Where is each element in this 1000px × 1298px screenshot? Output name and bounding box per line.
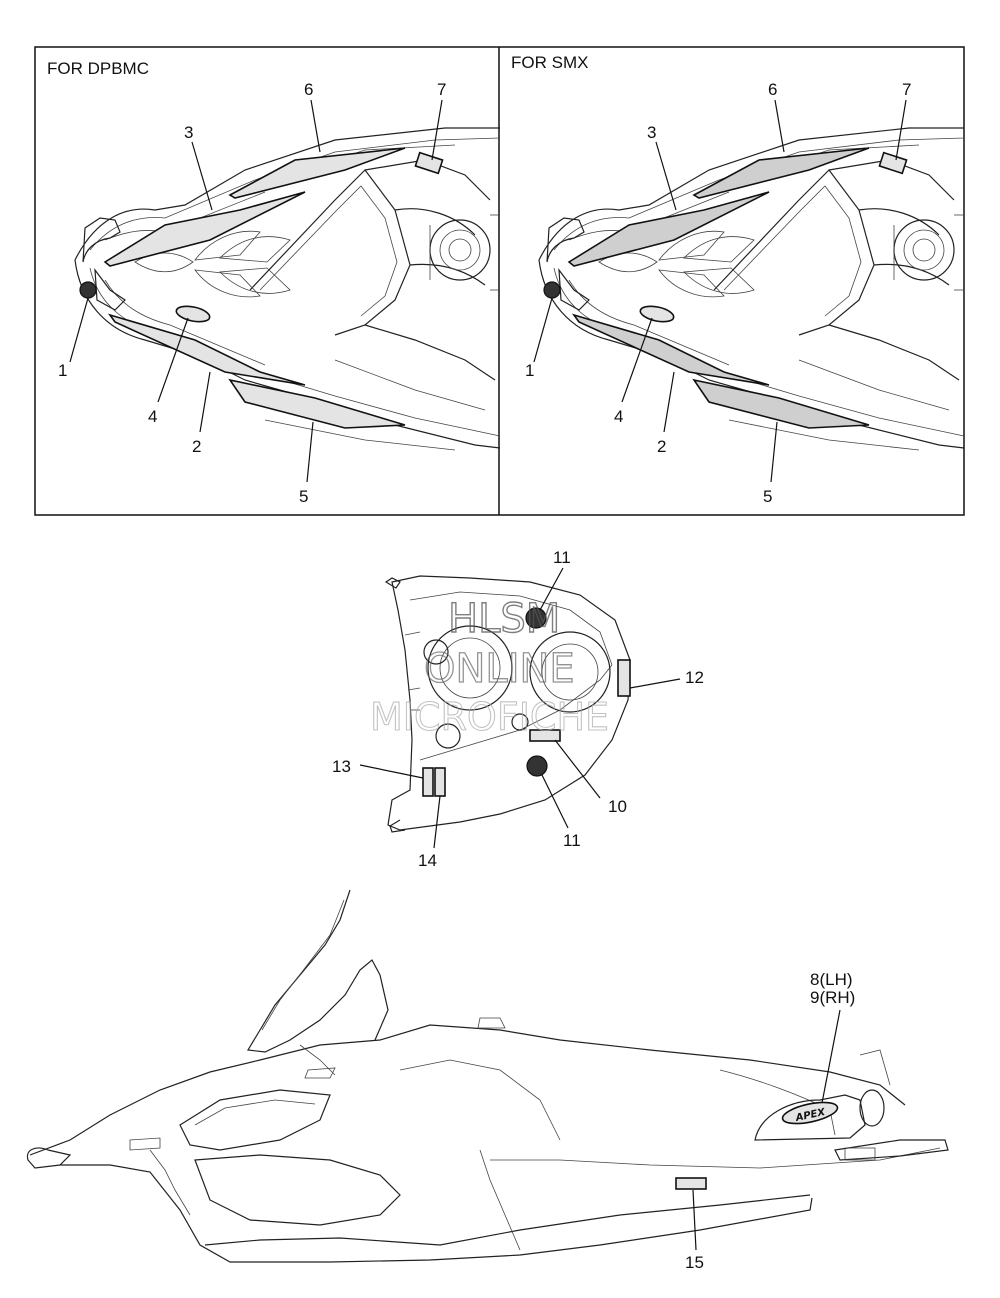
callout-12: 12 <box>685 668 704 687</box>
leader-14 <box>433 795 441 849</box>
watermark-line-1: HLSM <box>448 596 560 642</box>
decal-2 <box>108 313 306 386</box>
panel-title-smx: FOR SMX <box>511 53 588 72</box>
leader-3 <box>655 141 677 211</box>
leader-8-9 <box>821 1009 841 1104</box>
decal-3 <box>567 191 770 267</box>
leader-7 <box>431 99 443 161</box>
decal-5 <box>228 378 406 429</box>
decal-6 <box>692 147 870 199</box>
side-view: APEX <box>26 889 949 1263</box>
callout-6: 6 <box>768 80 777 99</box>
decal-4 <box>175 305 211 323</box>
leader-11-top <box>539 567 564 611</box>
emblem-1 <box>543 281 561 299</box>
leader-6 <box>310 99 321 153</box>
decal-10 <box>529 729 561 742</box>
emblem-11-top <box>525 607 547 629</box>
rear-view <box>384 575 631 833</box>
decal-3 <box>103 191 306 267</box>
hood-top-view-smx <box>538 127 965 451</box>
leader-13 <box>359 764 424 779</box>
panel-dpbmc: FOR DPBMC 6 7 3 1 4 2 5 <box>47 59 501 506</box>
panel-title-dpbmc: FOR DPBMC <box>47 59 149 78</box>
emblem-11-bottom <box>526 755 548 777</box>
leader-2 <box>199 371 211 433</box>
decal-7 <box>414 151 444 175</box>
decal-6 <box>228 147 406 199</box>
leader-7 <box>895 99 907 161</box>
decal-2 <box>572 313 770 386</box>
decal-4 <box>639 305 675 323</box>
leader-4 <box>621 317 653 403</box>
leader-2 <box>663 371 675 433</box>
leader-1 <box>69 297 89 363</box>
leader-4 <box>157 317 189 403</box>
callout-15: 15 <box>685 1253 704 1272</box>
callout-4: 4 <box>614 407 623 426</box>
decal-12 <box>617 659 631 697</box>
watermark: HLSM ONLINE MICROFICHE <box>369 595 609 739</box>
callout-11-top: 11 <box>553 548 571 567</box>
callout-5: 5 <box>763 487 772 506</box>
callout-11-bottom: 11 <box>563 831 581 850</box>
callout-10: 10 <box>608 797 627 816</box>
callout-1: 1 <box>58 361 67 380</box>
callout-7: 7 <box>437 80 446 99</box>
leader-11-bottom <box>541 774 569 829</box>
callout-13: 13 <box>332 757 351 776</box>
leader-6 <box>774 99 785 153</box>
leader-10 <box>554 739 601 799</box>
hood-top-view-dpbmc <box>74 127 501 451</box>
decal-13 <box>422 767 434 797</box>
leader-1 <box>533 297 553 363</box>
callout-5: 5 <box>299 487 308 506</box>
leader-15 <box>692 1189 697 1251</box>
emblem-1 <box>79 281 97 299</box>
callout-3: 3 <box>647 123 656 142</box>
callout-8: 8(LH) <box>810 970 853 989</box>
callout-14: 14 <box>418 851 437 870</box>
decal-15 <box>675 1177 707 1190</box>
callout-2: 2 <box>657 437 666 456</box>
decal-7 <box>878 151 908 175</box>
watermark-line-3: MICROFICHE <box>370 695 609 739</box>
leader-5 <box>770 421 778 483</box>
leader-12 <box>629 678 681 689</box>
callout-9: 9(RH) <box>810 988 855 1007</box>
decal-apex: APEX <box>781 1101 839 1125</box>
callout-4: 4 <box>148 407 157 426</box>
callout-2: 2 <box>192 437 201 456</box>
callout-6: 6 <box>304 80 313 99</box>
callout-7: 7 <box>902 80 911 99</box>
leader-3 <box>191 141 213 211</box>
decal-5 <box>692 378 870 429</box>
callout-3: 3 <box>184 123 193 142</box>
decal-14 <box>434 767 446 797</box>
panel-smx: FOR SMX 6 7 3 1 4 2 5 <box>511 53 965 506</box>
watermark-line-2: ONLINE <box>424 646 575 692</box>
callout-1: 1 <box>525 361 534 380</box>
leader-5 <box>306 421 314 483</box>
